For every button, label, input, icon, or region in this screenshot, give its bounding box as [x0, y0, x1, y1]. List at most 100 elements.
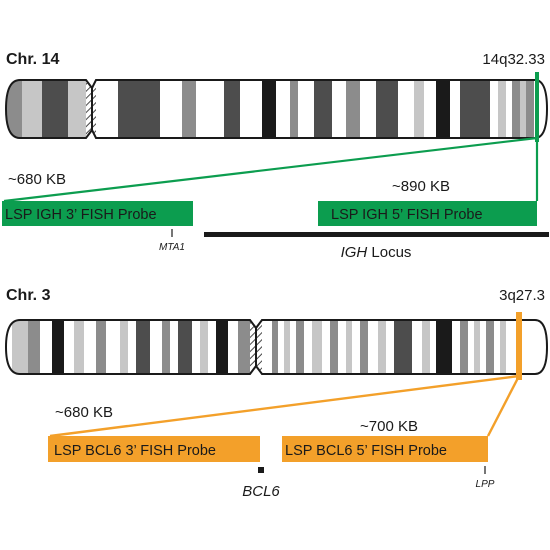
chromosome-band [506, 80, 512, 138]
chromosome-band [40, 320, 52, 374]
chr14-probe-3-size: ~680 KB [8, 171, 66, 188]
chromosome-band [386, 320, 394, 374]
chromosome-band [160, 80, 182, 138]
chromosome-band [412, 320, 422, 374]
chromosome-band [430, 320, 436, 374]
chromosome-band [346, 80, 360, 138]
chromosome-band [96, 320, 106, 374]
chr3-probe-5-size: ~700 KB [360, 418, 418, 435]
chromosome-band [192, 320, 200, 374]
chr14-zoom-line-left [3, 136, 538, 203]
chromosome-14-label: Chr. 14 [6, 51, 59, 68]
chromosome-band [368, 320, 378, 374]
chromosome-band [512, 80, 520, 138]
band-3q27-3-label: 3q27.3 [499, 287, 545, 304]
chromosome-band [460, 320, 468, 374]
chr14-locus-highlight [535, 72, 539, 142]
lpp-gene-label: LPP [476, 479, 495, 490]
chromosome-band [474, 320, 480, 374]
chromosome-band [378, 320, 386, 374]
chromosome-band [452, 320, 460, 374]
chromosome-band [494, 320, 500, 374]
chromosome-3-label: Chr. 3 [6, 287, 51, 304]
chromosome-band [330, 320, 338, 374]
chromosome-band [200, 320, 208, 374]
chromosome-band [298, 80, 314, 138]
chromosome-band [450, 80, 460, 138]
chr3-zoom-line-left [49, 374, 520, 438]
chromosome-band [394, 320, 412, 374]
lsp-igh-5-probe-box [318, 201, 537, 226]
chromosome-band [284, 320, 290, 374]
chromosome-band [486, 320, 494, 374]
chromosome-band [322, 320, 330, 374]
chromosome-band [422, 320, 430, 374]
chromosome-3-ideogram [5, 319, 548, 375]
chromosome-band [92, 80, 118, 138]
chromosome-band [424, 80, 436, 138]
chromosome-band [240, 80, 262, 138]
igh-locus-label: IGH Locus [341, 244, 412, 261]
chromosome-band [376, 80, 398, 138]
chromosome-band [304, 320, 312, 374]
chromosome-band [128, 320, 136, 374]
lsp-bcl6-5-probe-box [282, 436, 488, 462]
igh-locus-bar [204, 232, 549, 237]
chromosome-band [436, 320, 452, 374]
chromosome-band [398, 80, 414, 138]
chromosome-band [460, 80, 490, 138]
chromosome-band [170, 320, 178, 374]
chromosome-band [22, 80, 42, 138]
chromosome-band [490, 80, 498, 138]
chromosome-band [28, 320, 40, 374]
chromosome-band [216, 320, 228, 374]
chromosome-14-ideogram [5, 79, 548, 139]
lsp-igh-3-probe-box [2, 201, 193, 226]
lsp-bcl6-3-probe-label: LSP BCL6 3’ FISH Probe [54, 443, 216, 459]
chromosome-band [162, 320, 170, 374]
chromosome-band [182, 80, 196, 138]
chromosome-band [74, 320, 84, 374]
chromosome-band [64, 320, 74, 374]
chromosome-band [238, 320, 252, 374]
chromosome-band [520, 80, 526, 138]
chr3-locus-highlight [516, 312, 522, 380]
chromosome-band [346, 320, 352, 374]
chromosome-band [506, 320, 547, 374]
chromosome-band [338, 320, 346, 374]
lsp-igh-3-probe-label: LSP IGH 3’ FISH Probe [5, 207, 157, 223]
chromosome-14-section: Chr. 14 14q32.33 ~680 KB ~890 KB LSP IGH… [2, 51, 549, 261]
chromosome-band [332, 80, 346, 138]
chromosome-band [52, 320, 64, 374]
chromosome-band [296, 320, 304, 374]
chromosome-band [360, 320, 368, 374]
chromosome-band [150, 320, 162, 374]
chromosome-band [290, 320, 296, 374]
lsp-bcl6-5-probe-label: LSP BCL6 5’ FISH Probe [285, 443, 447, 459]
chromosome-band [500, 320, 506, 374]
chr3-probe-3-size: ~680 KB [55, 404, 113, 421]
chromosome-band [118, 80, 160, 138]
chromosome-band [312, 320, 322, 374]
chromosome-band [262, 80, 276, 138]
chromosome-band [106, 320, 120, 374]
chromosome-band [224, 80, 240, 138]
chromosome-band [272, 320, 278, 374]
chromosome-band [436, 80, 450, 138]
chromosome-band [498, 80, 506, 138]
chromosome-band [12, 320, 28, 374]
chromosome-band [136, 320, 150, 374]
chromosome-band [196, 80, 224, 138]
chr14-probe-5-size: ~890 KB [392, 178, 450, 195]
chromosome-band [290, 80, 298, 138]
chromosome-band [208, 320, 216, 374]
mta1-gene-label: MTA1 [159, 242, 185, 253]
chromosome-band [178, 320, 192, 374]
chromosome-band [468, 320, 474, 374]
chromosome-3-section: Chr. 3 3q27.3 ~680 KB ~700 KB LSP BCL6 3… [5, 287, 548, 500]
chromosome-band [68, 80, 86, 138]
chromosome-band [526, 80, 534, 138]
lsp-igh-5-probe-label: LSP IGH 5’ FISH Probe [331, 207, 483, 223]
chromosome-band [228, 320, 238, 374]
